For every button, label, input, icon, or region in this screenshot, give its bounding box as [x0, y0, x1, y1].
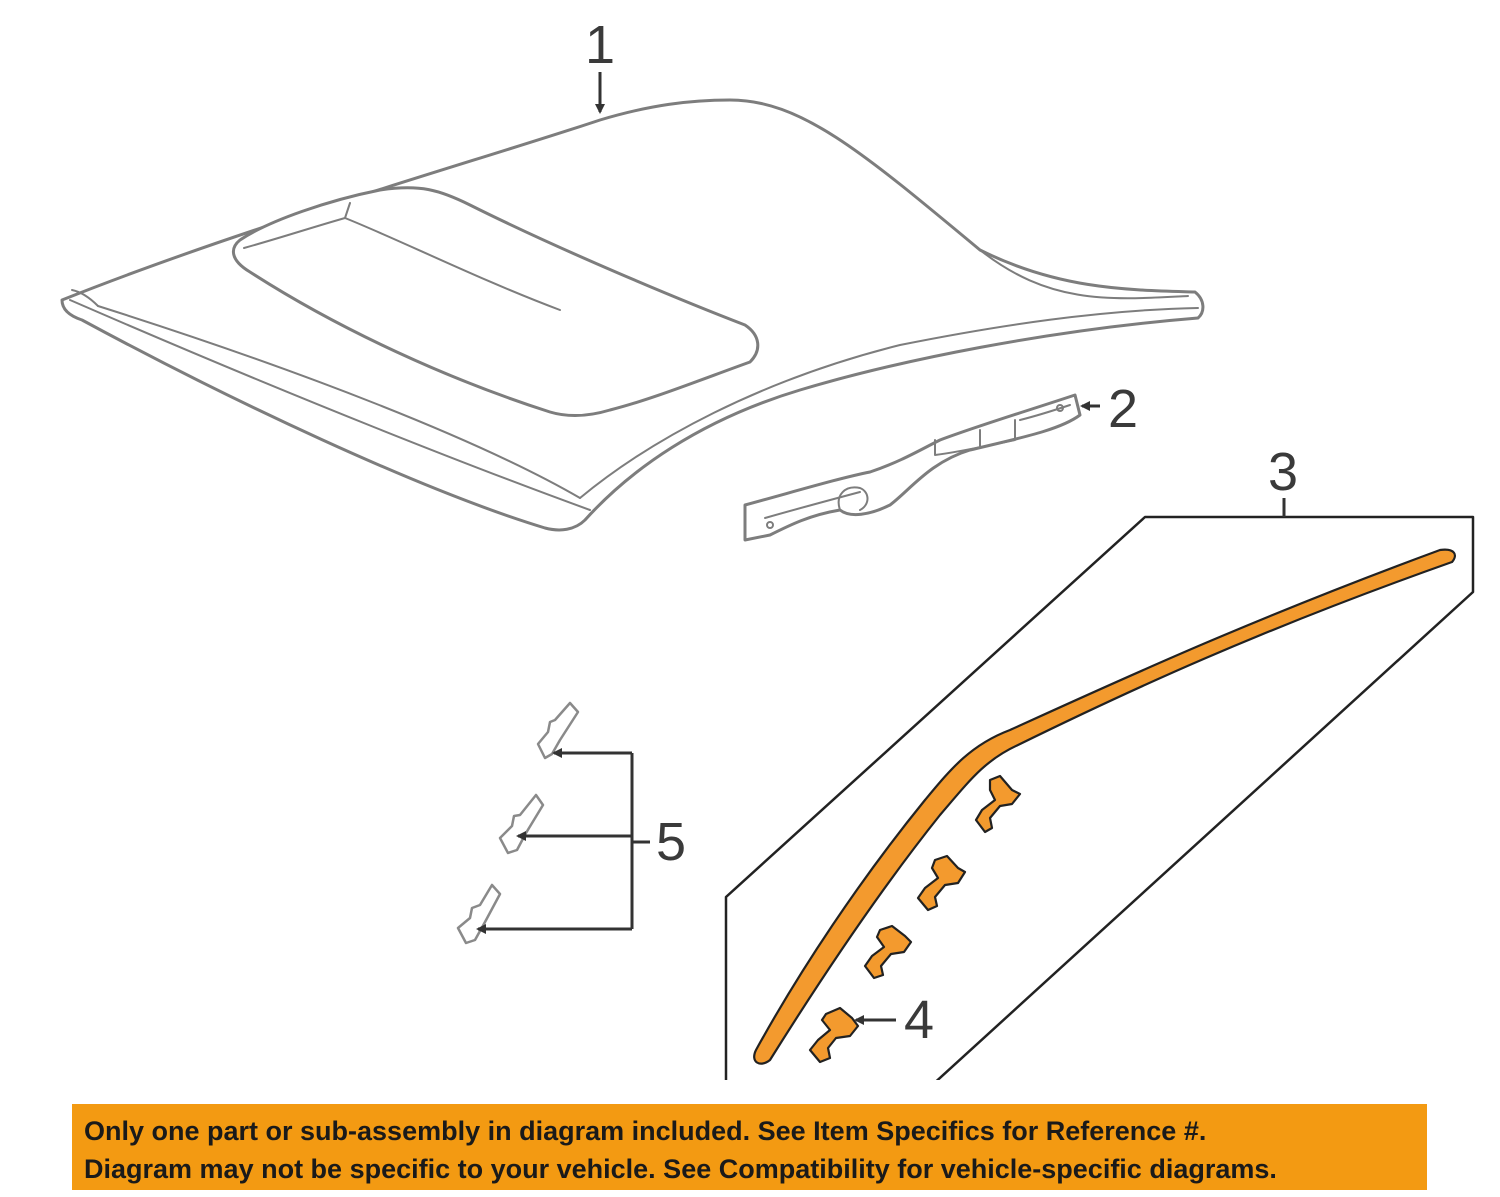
bracket-1[interactable]	[536, 701, 580, 760]
callout-4: 4	[904, 990, 934, 1050]
parts-diagram: 1 2 3 4 5	[60, 15, 1475, 1080]
callout-1: 1	[585, 15, 615, 75]
disclaimer-line-2: Diagram may not be specific to your vehi…	[84, 1154, 1277, 1184]
callout-3: 3	[1268, 442, 1298, 502]
disclaimer-line-1: Only one part or sub-assembly in diagram…	[84, 1116, 1207, 1146]
callout-5: 5	[656, 812, 686, 872]
molding-clip-2[interactable]	[916, 854, 967, 912]
callout-2: 2	[1108, 379, 1138, 439]
disclaimer-banner: Only one part or sub-assembly in diagram…	[72, 1104, 1427, 1190]
roof-molding[interactable]	[753, 548, 1456, 1065]
leader-lines	[476, 72, 1286, 1025]
bracket-2[interactable]	[498, 793, 545, 855]
molding-group-box	[724, 515, 1475, 1080]
roof-panel[interactable]	[60, 98, 1205, 532]
roof-reinforcement[interactable]	[743, 393, 1082, 542]
bracket-3[interactable]	[456, 883, 502, 945]
molding-clip-1[interactable]	[974, 774, 1022, 834]
molding-clip-4[interactable]	[808, 1006, 860, 1064]
molding-clip-3[interactable]	[863, 924, 913, 980]
